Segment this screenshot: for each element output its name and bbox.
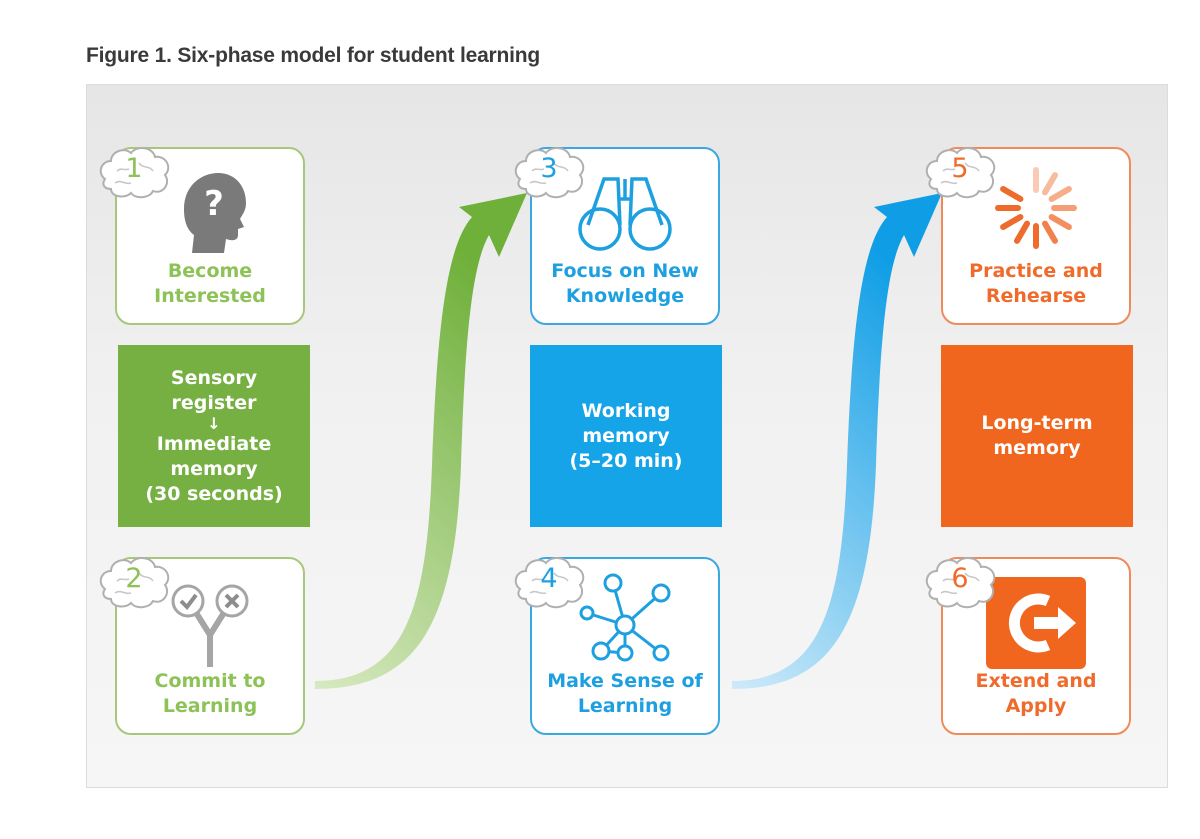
brain-icon [99,147,170,199]
phase-label-2: Commit to Learning [154,670,266,717]
working-memory-box: Working memory (5–20 min) [530,345,722,527]
sensory-line: register [171,391,257,414]
sensory-line: memory [170,457,258,480]
brain-icon [925,147,996,199]
sensory-memory-box: Sensory register ↓ Immediate memory (30 … [118,345,310,527]
brain-badge-1: 1 [95,143,173,201]
extend-arrow-icon [986,577,1086,669]
sensory-line: (30 seconds) [145,482,283,505]
brain-badge-4: 4 [510,553,588,611]
svg-text:?: ? [204,184,224,224]
working-line: memory [582,424,670,447]
longterm-line: memory [993,437,1081,459]
phase-number-1: 1 [125,153,143,184]
phase-label-3: Focus on New Knowledge [551,260,699,307]
phase-card-4: Make Sense of Learning [530,557,720,735]
down-arrow-icon: ↓ [207,413,221,433]
brain-icon [514,147,585,199]
sunburst-spinner-icon [995,167,1077,249]
phase-number-2: 2 [125,563,143,594]
long-term-memory-box: Long-term memory [941,345,1133,527]
blue-flow-arrow [732,193,942,689]
phase-number-6: 6 [951,563,969,594]
brain-badge-6: 6 [921,553,999,611]
sensory-line: Immediate [156,432,272,455]
network-nodes-icon [579,573,671,662]
working-line: Working [581,399,671,422]
brain-badge-3: 3 [510,143,588,201]
choice-check-x-icon [171,584,249,667]
working-line: (5–20 min) [569,449,683,472]
flow-arrows [315,193,942,689]
brain-icon [925,557,996,609]
brain-badge-5: 5 [921,143,999,201]
phase-number-4: 4 [540,563,558,594]
binoculars-icon [578,177,672,251]
sensory-line: Sensory [170,366,258,389]
phase-number-3: 3 [540,153,558,184]
longterm-line: Long-term [981,412,1093,434]
phase-label-4: Make Sense of Learning [547,670,703,717]
head-question-icon: ? [184,173,246,253]
brain-badge-2: 2 [95,553,173,611]
phase-label-6: Extend and Apply [975,670,1097,717]
figure-title: Figure 1. Six-phase model for student le… [86,44,541,67]
phase-label-5: Practice and Rehearse [969,260,1103,307]
green-flow-arrow [315,193,527,689]
brain-icon [99,557,170,609]
phase-number-5: 5 [951,153,969,184]
diagram-panel: ? Become Interested Commit to Learning [86,84,1168,788]
phase-label-1: Become Interested [154,260,266,307]
brain-icon [514,557,585,609]
